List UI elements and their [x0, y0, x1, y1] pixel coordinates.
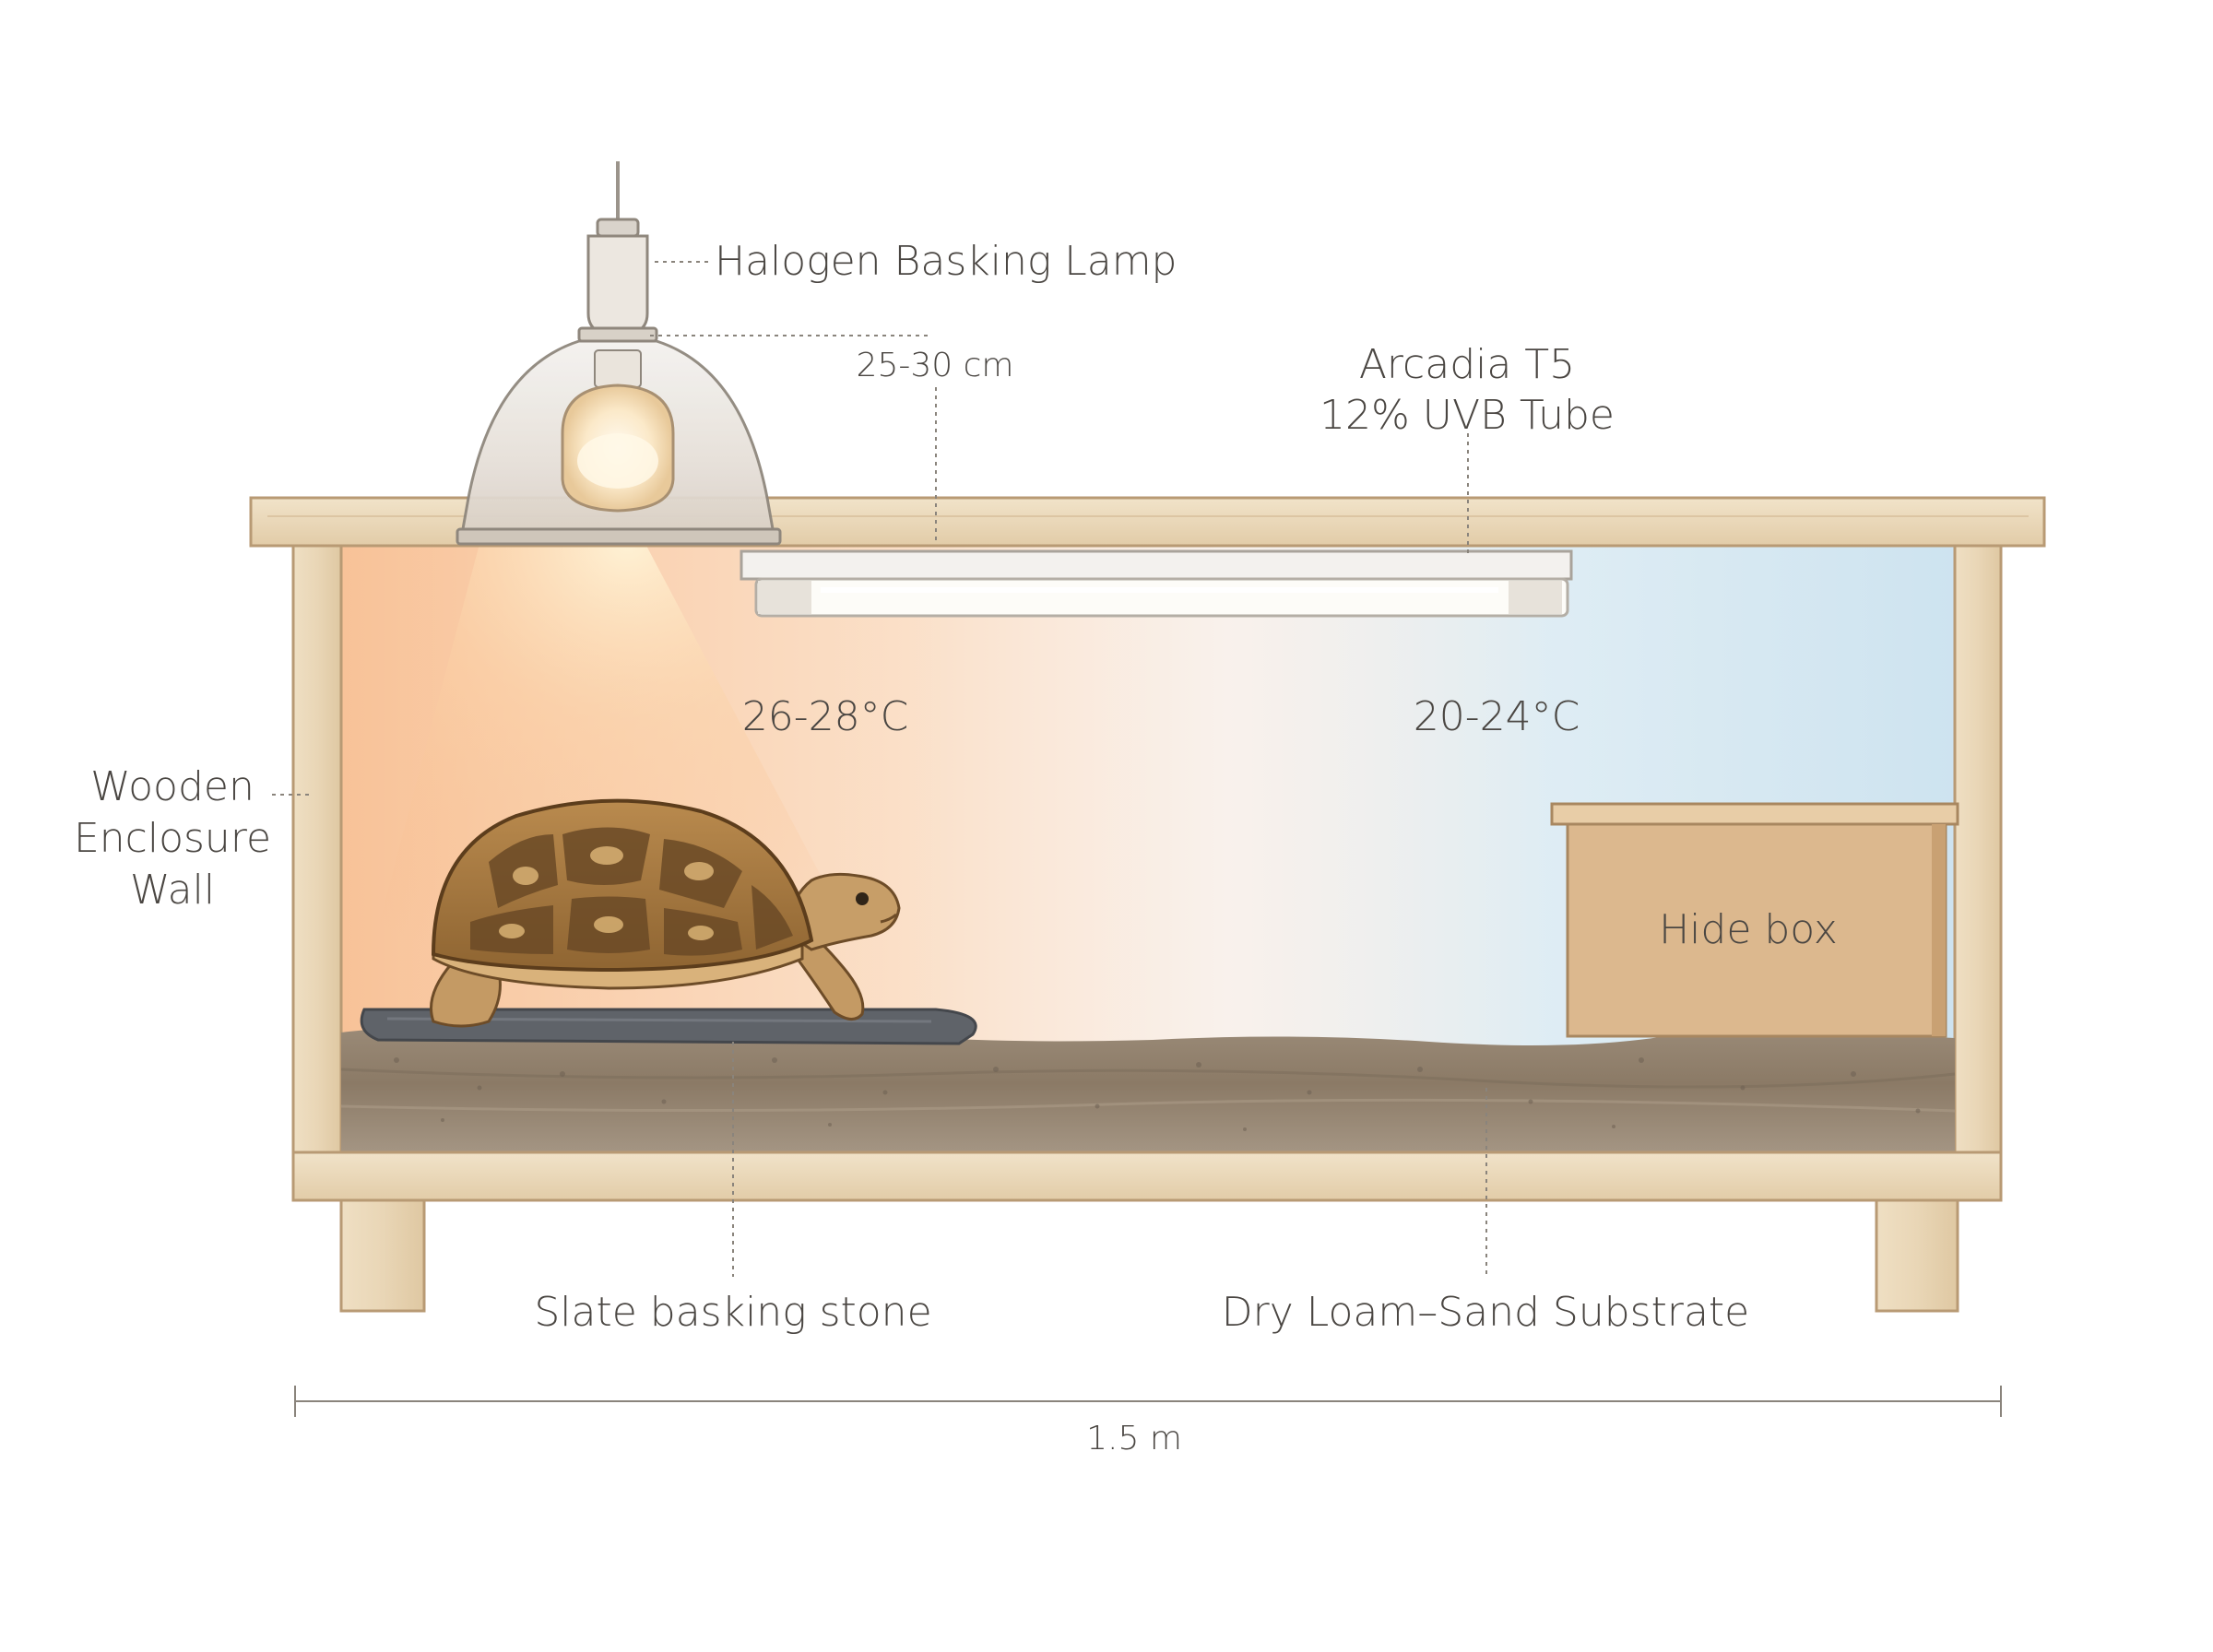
halogen-lamp-icon — [456, 161, 782, 546]
width-dimension-line — [294, 1386, 2002, 1417]
uvb-tube-icon — [740, 549, 1573, 618]
lamp-label: Halogen Basking Lamp — [715, 238, 1178, 285]
wall-label-line2: Enclosure — [73, 815, 272, 862]
uvb-tube-label-line2: 12% UVB Tube — [1320, 392, 1615, 439]
right-leg — [1875, 1198, 1959, 1313]
substrate-label: Dry Loam–Sand Substrate — [1221, 1289, 1750, 1336]
warm-zone-temp: 26-28°C — [741, 693, 909, 740]
substrate-layer — [341, 1027, 1955, 1152]
stone-label: Slate basking stone — [534, 1289, 932, 1336]
wall-label-line1: Wooden — [90, 763, 254, 810]
uvb-tube-label-line1: Arcadia T5 — [1358, 341, 1576, 388]
left-wall-post — [291, 537, 343, 1159]
leader-lines — [272, 261, 1487, 1277]
right-wall-post — [1953, 537, 2003, 1159]
bottom-beam — [291, 1150, 2003, 1202]
left-leg — [339, 1198, 426, 1313]
lamp-distance-label: 25-30 cm — [856, 347, 1014, 384]
cool-zone-temp: 20-24°C — [1413, 693, 1580, 740]
wall-label-line3: Wall — [129, 867, 216, 914]
tortoise-illustration — [430, 798, 901, 1028]
width-label: 1.5 m — [1086, 1420, 1182, 1457]
hide-box — [1550, 802, 1959, 1038]
hide-box-label: Hide box — [1659, 906, 1838, 953]
